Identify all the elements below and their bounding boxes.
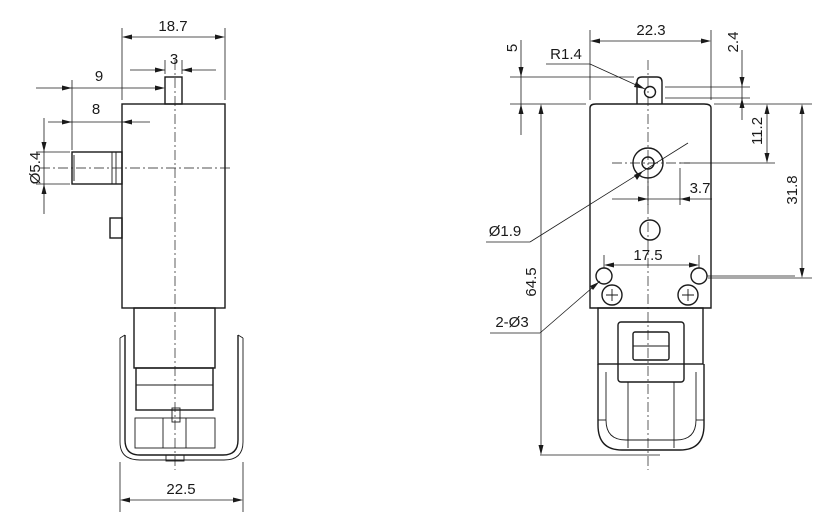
dim-64-5: 64.5 xyxy=(523,104,544,455)
dim-dia-1-9: Ø1.9 xyxy=(486,142,689,243)
label-dim-17-5: 17.5 xyxy=(633,247,662,264)
side-clip-bracket xyxy=(124,335,239,456)
dim-2-dia-3: 2-Ø3 xyxy=(490,280,601,334)
label-dim-5: 5 xyxy=(504,44,521,52)
label-dim-9: 9 xyxy=(95,68,103,85)
label-dim-64-5: 64.5 xyxy=(523,267,540,296)
side-tab xyxy=(109,217,123,239)
front-screw-left xyxy=(601,284,623,306)
label-dim-dia-1-9: Ø1.9 xyxy=(489,223,522,240)
dim-2-4: 2.4 xyxy=(665,32,750,120)
front-motor-case xyxy=(597,364,705,451)
dim-31-8: 31.8 xyxy=(708,104,812,279)
label-dim-8: 8 xyxy=(92,101,100,118)
front-mid-hole xyxy=(639,219,661,241)
label-dim-3-7: 3.7 xyxy=(690,180,711,197)
label-dim-r1-4: R1.4 xyxy=(550,46,582,63)
dim-r1-4: R1.4 xyxy=(546,46,646,90)
side-motor-case xyxy=(135,367,214,411)
front-body xyxy=(589,103,712,309)
side-motor-upper xyxy=(133,307,216,369)
label-dim-3: 3 xyxy=(170,51,178,68)
dim-3: 3 xyxy=(130,51,216,74)
label-dim-11-2: 11.2 xyxy=(749,117,766,145)
dim-11-2: 11.2 xyxy=(680,103,812,164)
front-ear-hole xyxy=(643,85,657,99)
dim-dia-5-4: Ø5.4 xyxy=(27,118,70,214)
label-dim-22-3: 22.3 xyxy=(636,22,665,39)
label-dim-2-4: 2.4 xyxy=(725,32,742,53)
front-mount-ear xyxy=(636,76,663,104)
label-dim-22-5: 22.5 xyxy=(166,481,195,498)
dim-9: 9 xyxy=(36,68,165,150)
dim-22-3: 22.3 xyxy=(589,22,712,100)
side-body xyxy=(121,103,226,309)
label-dim-31-8: 31.8 xyxy=(784,175,801,204)
label-dim-2-dia-3: 2-Ø3 xyxy=(495,314,528,331)
front-motor-upper xyxy=(597,307,704,365)
front-screw-right xyxy=(677,284,699,306)
side-view: 18.7 3 9 8 xyxy=(27,18,244,512)
front-mount-hole-left xyxy=(595,267,613,285)
dim-3-7: 3.7 xyxy=(612,168,712,205)
dim-17-5: 17.5 xyxy=(603,247,700,268)
front-view: 22.3 5 R1.4 2.4 xyxy=(486,22,812,470)
front-mount-hole-right xyxy=(690,267,708,285)
dim-8: 8 xyxy=(48,101,150,150)
label-dim-dia-5-4: Ø5.4 xyxy=(27,152,44,185)
side-top-shaft xyxy=(164,76,183,105)
front-connector-frame xyxy=(617,321,685,383)
label-dim-18-7: 18.7 xyxy=(158,18,187,35)
dim-5: 5 xyxy=(504,40,634,135)
dim-22-5: 22.5 xyxy=(119,462,244,512)
